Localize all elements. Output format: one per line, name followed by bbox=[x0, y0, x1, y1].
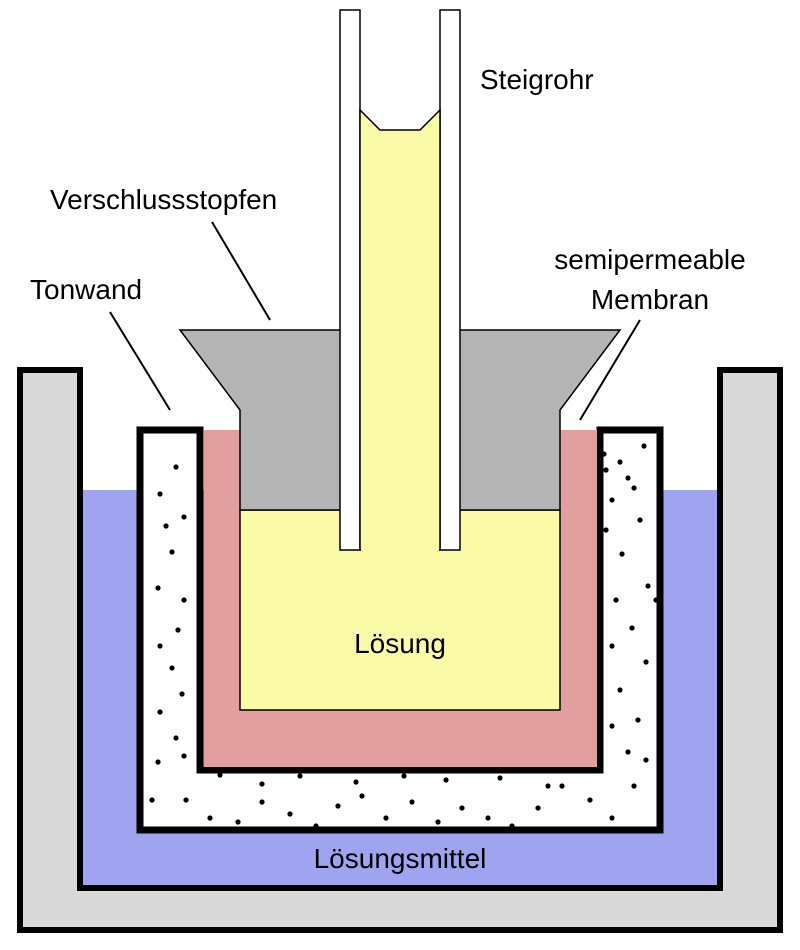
label-loesung: Lösung bbox=[354, 628, 446, 659]
clay-dot bbox=[629, 625, 635, 631]
clay-dot bbox=[181, 597, 187, 603]
clay-dot bbox=[619, 551, 625, 557]
clay-dot bbox=[645, 583, 651, 589]
label-loesungsmittel: Lösungsmittel bbox=[314, 843, 487, 874]
clay-dot bbox=[217, 772, 223, 778]
riser-tube bbox=[339, 9, 461, 552]
clay-dot bbox=[545, 783, 551, 789]
clay-dot bbox=[459, 805, 465, 811]
leader-line-tonwand bbox=[109, 311, 171, 411]
clay-dot bbox=[157, 709, 163, 715]
riser-tube-wall-left bbox=[339, 9, 361, 551]
clay-dot bbox=[609, 815, 615, 821]
clay-dot bbox=[155, 759, 161, 765]
clay-dot bbox=[155, 585, 161, 591]
label-tonwand: Tonwand bbox=[30, 274, 142, 305]
riser-tube-bottom-fill bbox=[361, 505, 439, 552]
clay-dot bbox=[625, 749, 631, 755]
clay-dot bbox=[617, 687, 623, 693]
clay-dot bbox=[613, 597, 619, 603]
clay-dot bbox=[643, 659, 649, 665]
clay-dot bbox=[163, 523, 169, 529]
clay-dot bbox=[383, 815, 389, 821]
clay-dot bbox=[175, 627, 181, 633]
clay-dot bbox=[169, 549, 175, 555]
clay-dot bbox=[173, 464, 179, 470]
clay-dot bbox=[235, 819, 241, 825]
clay-dot bbox=[603, 467, 609, 473]
clay-dot bbox=[409, 799, 415, 805]
clay-dot bbox=[181, 753, 187, 759]
clay-dot bbox=[535, 805, 541, 811]
clay-dot bbox=[643, 757, 649, 763]
clay-dot bbox=[183, 797, 189, 803]
label-membran-line1: semipermeable bbox=[554, 244, 745, 275]
clay-dot bbox=[443, 777, 449, 783]
riser-tube-solution bbox=[359, 108, 441, 551]
clay-dot bbox=[157, 643, 163, 649]
clay-dot bbox=[313, 823, 319, 829]
clay-dot bbox=[173, 735, 179, 741]
clay-dot bbox=[497, 775, 503, 781]
label-membran-line2: Membran bbox=[591, 284, 709, 315]
leader-line-membran bbox=[579, 319, 641, 421]
clay-dot bbox=[609, 723, 615, 729]
clay-dot bbox=[601, 451, 607, 457]
clay-dot bbox=[149, 797, 155, 803]
clay-dot bbox=[637, 517, 643, 523]
clay-dot bbox=[169, 665, 175, 671]
clay-dot bbox=[435, 819, 441, 825]
clay-dot bbox=[259, 799, 265, 805]
outer-vessel bbox=[17, 367, 783, 933]
clay-dot bbox=[259, 781, 265, 787]
clay-dot bbox=[617, 459, 623, 465]
clay-dot bbox=[353, 779, 359, 785]
clay-dot bbox=[603, 527, 609, 533]
clay-dot bbox=[631, 783, 637, 789]
clay-dot bbox=[207, 815, 213, 821]
clay-wall-dots bbox=[149, 443, 659, 829]
clay-dot bbox=[653, 597, 659, 603]
clay-dot bbox=[157, 491, 163, 497]
clay-dot bbox=[641, 443, 647, 449]
clay-dot bbox=[335, 803, 341, 809]
clay-dot bbox=[625, 475, 631, 481]
clay-dot bbox=[587, 797, 593, 803]
clay-dot bbox=[401, 773, 407, 779]
leader-line-verschlussstopfen bbox=[211, 221, 271, 321]
clay-dot bbox=[635, 717, 641, 723]
label-steigrohr: Steigrohr bbox=[480, 64, 594, 95]
clay-dot bbox=[609, 497, 615, 503]
clay-dot bbox=[359, 793, 365, 799]
clay-dot bbox=[631, 485, 637, 491]
clay-dot bbox=[485, 815, 491, 821]
clay-dot bbox=[297, 773, 303, 779]
clay-dot bbox=[179, 691, 185, 697]
clay-dot bbox=[559, 783, 565, 789]
clay-dot bbox=[509, 823, 515, 829]
riser-tube-wall-right bbox=[439, 9, 461, 551]
clay-dot bbox=[609, 643, 615, 649]
clay-dot bbox=[287, 811, 293, 817]
label-verschlussstopfen: Verschlussstopfen bbox=[50, 184, 277, 215]
clay-dot bbox=[181, 514, 187, 520]
